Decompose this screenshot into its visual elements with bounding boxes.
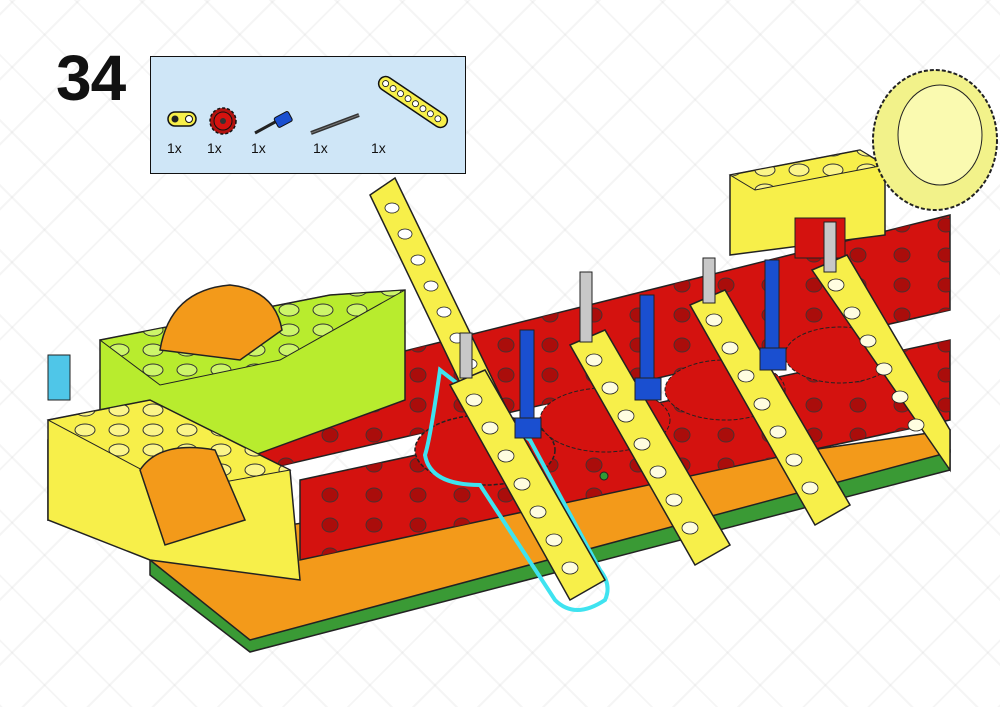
liftarm-4 <box>810 221 951 473</box>
part-quantity: 1x <box>251 140 266 156</box>
part-quantity: 1x <box>207 140 222 156</box>
yellow-brick-group-left <box>46 354 301 581</box>
blue-axle-pin-icon <box>254 111 293 135</box>
red-gear-icon <box>209 107 237 135</box>
white-gear <box>872 69 998 211</box>
part-quantity: 1x <box>313 140 328 156</box>
yellow-beam-icon <box>377 75 449 129</box>
red-gears-row <box>414 326 896 486</box>
liftarm-1-highlighted <box>422 329 610 612</box>
part-quantity: 1x <box>371 140 386 156</box>
liftarm-2 <box>568 271 732 567</box>
part-quantity: 1x <box>167 140 182 156</box>
step-number: 34 <box>56 42 126 114</box>
yellow-brick-group-right <box>728 149 887 259</box>
parts-callout: 1x 1x 1x 1x <box>150 56 466 174</box>
liftarm-3 <box>688 257 852 527</box>
yellow-liftarm-2-icon <box>167 111 197 127</box>
dark-axle-icon <box>310 113 360 135</box>
